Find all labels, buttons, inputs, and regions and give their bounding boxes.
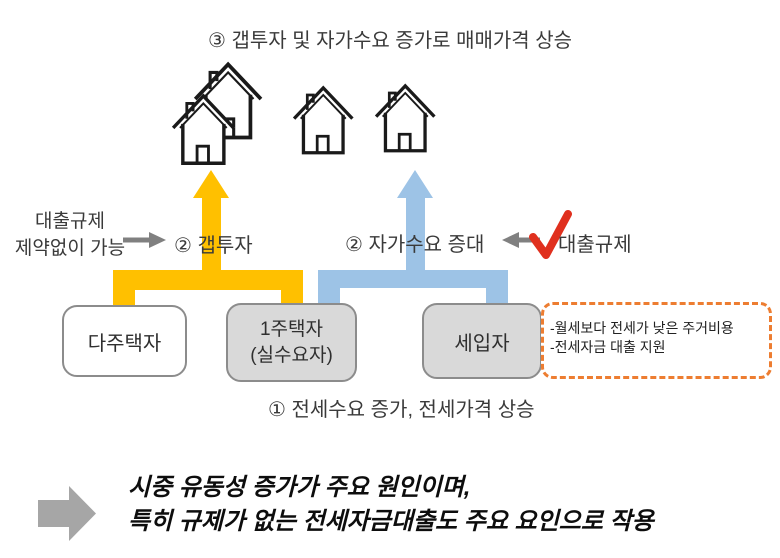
- label-jeonse-demand: ① 전세수요 증가, 전세가격 상승: [268, 399, 535, 421]
- node-tenant-label: 세입자: [454, 332, 510, 355]
- label-gap-investor: ② 갭투자: [174, 235, 253, 257]
- diagram-title: ③ 갭투자 및 자가수요 증가로 매매가격 상승: [207, 30, 573, 52]
- tenant-note-line1: -월세보다 전세가 낮은 주거비용: [550, 320, 734, 336]
- yellow-merge-arrow: [113, 170, 303, 308]
- label-own-demand: ② 자가수요 증대: [345, 234, 485, 256]
- conclusion-line2: 특히 규제가 없는 전세자금대출도 주요 요인으로 작용: [128, 508, 654, 535]
- left-note: 대출규제 제약없이 가능: [0, 208, 140, 262]
- block-arrow-icon: [38, 486, 96, 541]
- node-multi-homeowner: 다주택자: [62, 305, 187, 377]
- tenant-note-line2: -전세자금 대출 지원: [550, 339, 666, 355]
- left-note-line2: 제약없이 가능: [14, 238, 126, 259]
- label-loan-regulation: 대출규제: [558, 234, 632, 256]
- blue-merge-arrow: [318, 170, 508, 306]
- house-icon: [373, 83, 438, 153]
- tenant-note-box: -월세보다 전세가 낮은 주거비용 -전세자금 대출 지원: [541, 302, 772, 379]
- node-single-homeowner: 1주택자 (실수요자): [226, 303, 357, 382]
- conclusion-text: 시중 유동성 증가가 주요 원인이며, 특히 규제가 없는 전세자금대출도 주요…: [128, 471, 654, 539]
- left-note-line1: 대출규제: [35, 211, 105, 232]
- check-icon: [529, 210, 572, 259]
- node-single-homeowner-label: 1주택자: [259, 318, 323, 340]
- node-single-homeowner-sublabel: (실수요자): [250, 344, 333, 366]
- right-arrow-icon: [123, 232, 166, 248]
- node-multi-homeowner-label: 다주택자: [87, 332, 162, 355]
- conclusion-line1: 시중 유동성 증가가 주요 원인이며,: [128, 474, 471, 501]
- house-icon: [291, 85, 356, 155]
- node-tenant: 세입자: [422, 303, 542, 379]
